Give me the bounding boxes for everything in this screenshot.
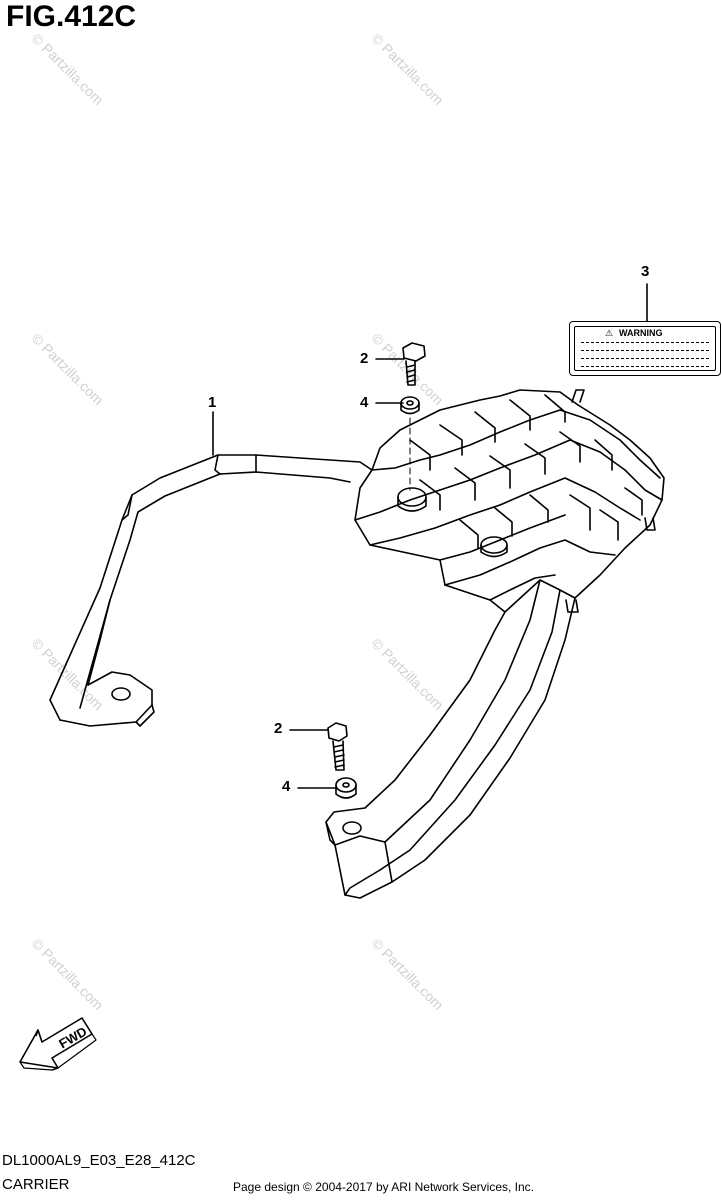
label-line — [581, 342, 709, 343]
warning-label-text: WARNING — [619, 328, 663, 338]
section-name: CARRIER — [2, 1176, 70, 1193]
figure-title: FIG.412C — [6, 0, 137, 33]
carrier-rack — [354, 389, 665, 613]
callout-2-lower: 2 — [274, 720, 283, 737]
warning-label: ⚠ WARNING — [569, 321, 721, 376]
callout-1: 1 — [208, 394, 217, 411]
label-line — [581, 366, 709, 367]
page-credit: Page design © 2004-2017 by ARI Network S… — [233, 1180, 535, 1194]
bolt-lower — [327, 722, 348, 771]
callout-3: 3 — [641, 263, 650, 280]
callout-4-upper: 4 — [360, 394, 369, 411]
warning-label-border: ⚠ WARNING — [574, 326, 716, 371]
model-code: DL1000AL9_E03_E28_412C — [2, 1152, 196, 1169]
callout-2-upper: 2 — [360, 350, 369, 367]
warning-triangle-icon: ⚠ — [605, 328, 614, 338]
callout-4-lower: 4 — [282, 778, 291, 795]
label-line — [581, 350, 709, 351]
fwd-arrow — [19, 1017, 97, 1071]
carrier-left-arm — [49, 454, 373, 727]
washer-lower — [335, 777, 357, 799]
washer-upper — [400, 396, 420, 415]
carrier-right-arm — [325, 579, 576, 899]
label-line — [581, 358, 709, 359]
bolt-upper — [402, 342, 426, 386]
